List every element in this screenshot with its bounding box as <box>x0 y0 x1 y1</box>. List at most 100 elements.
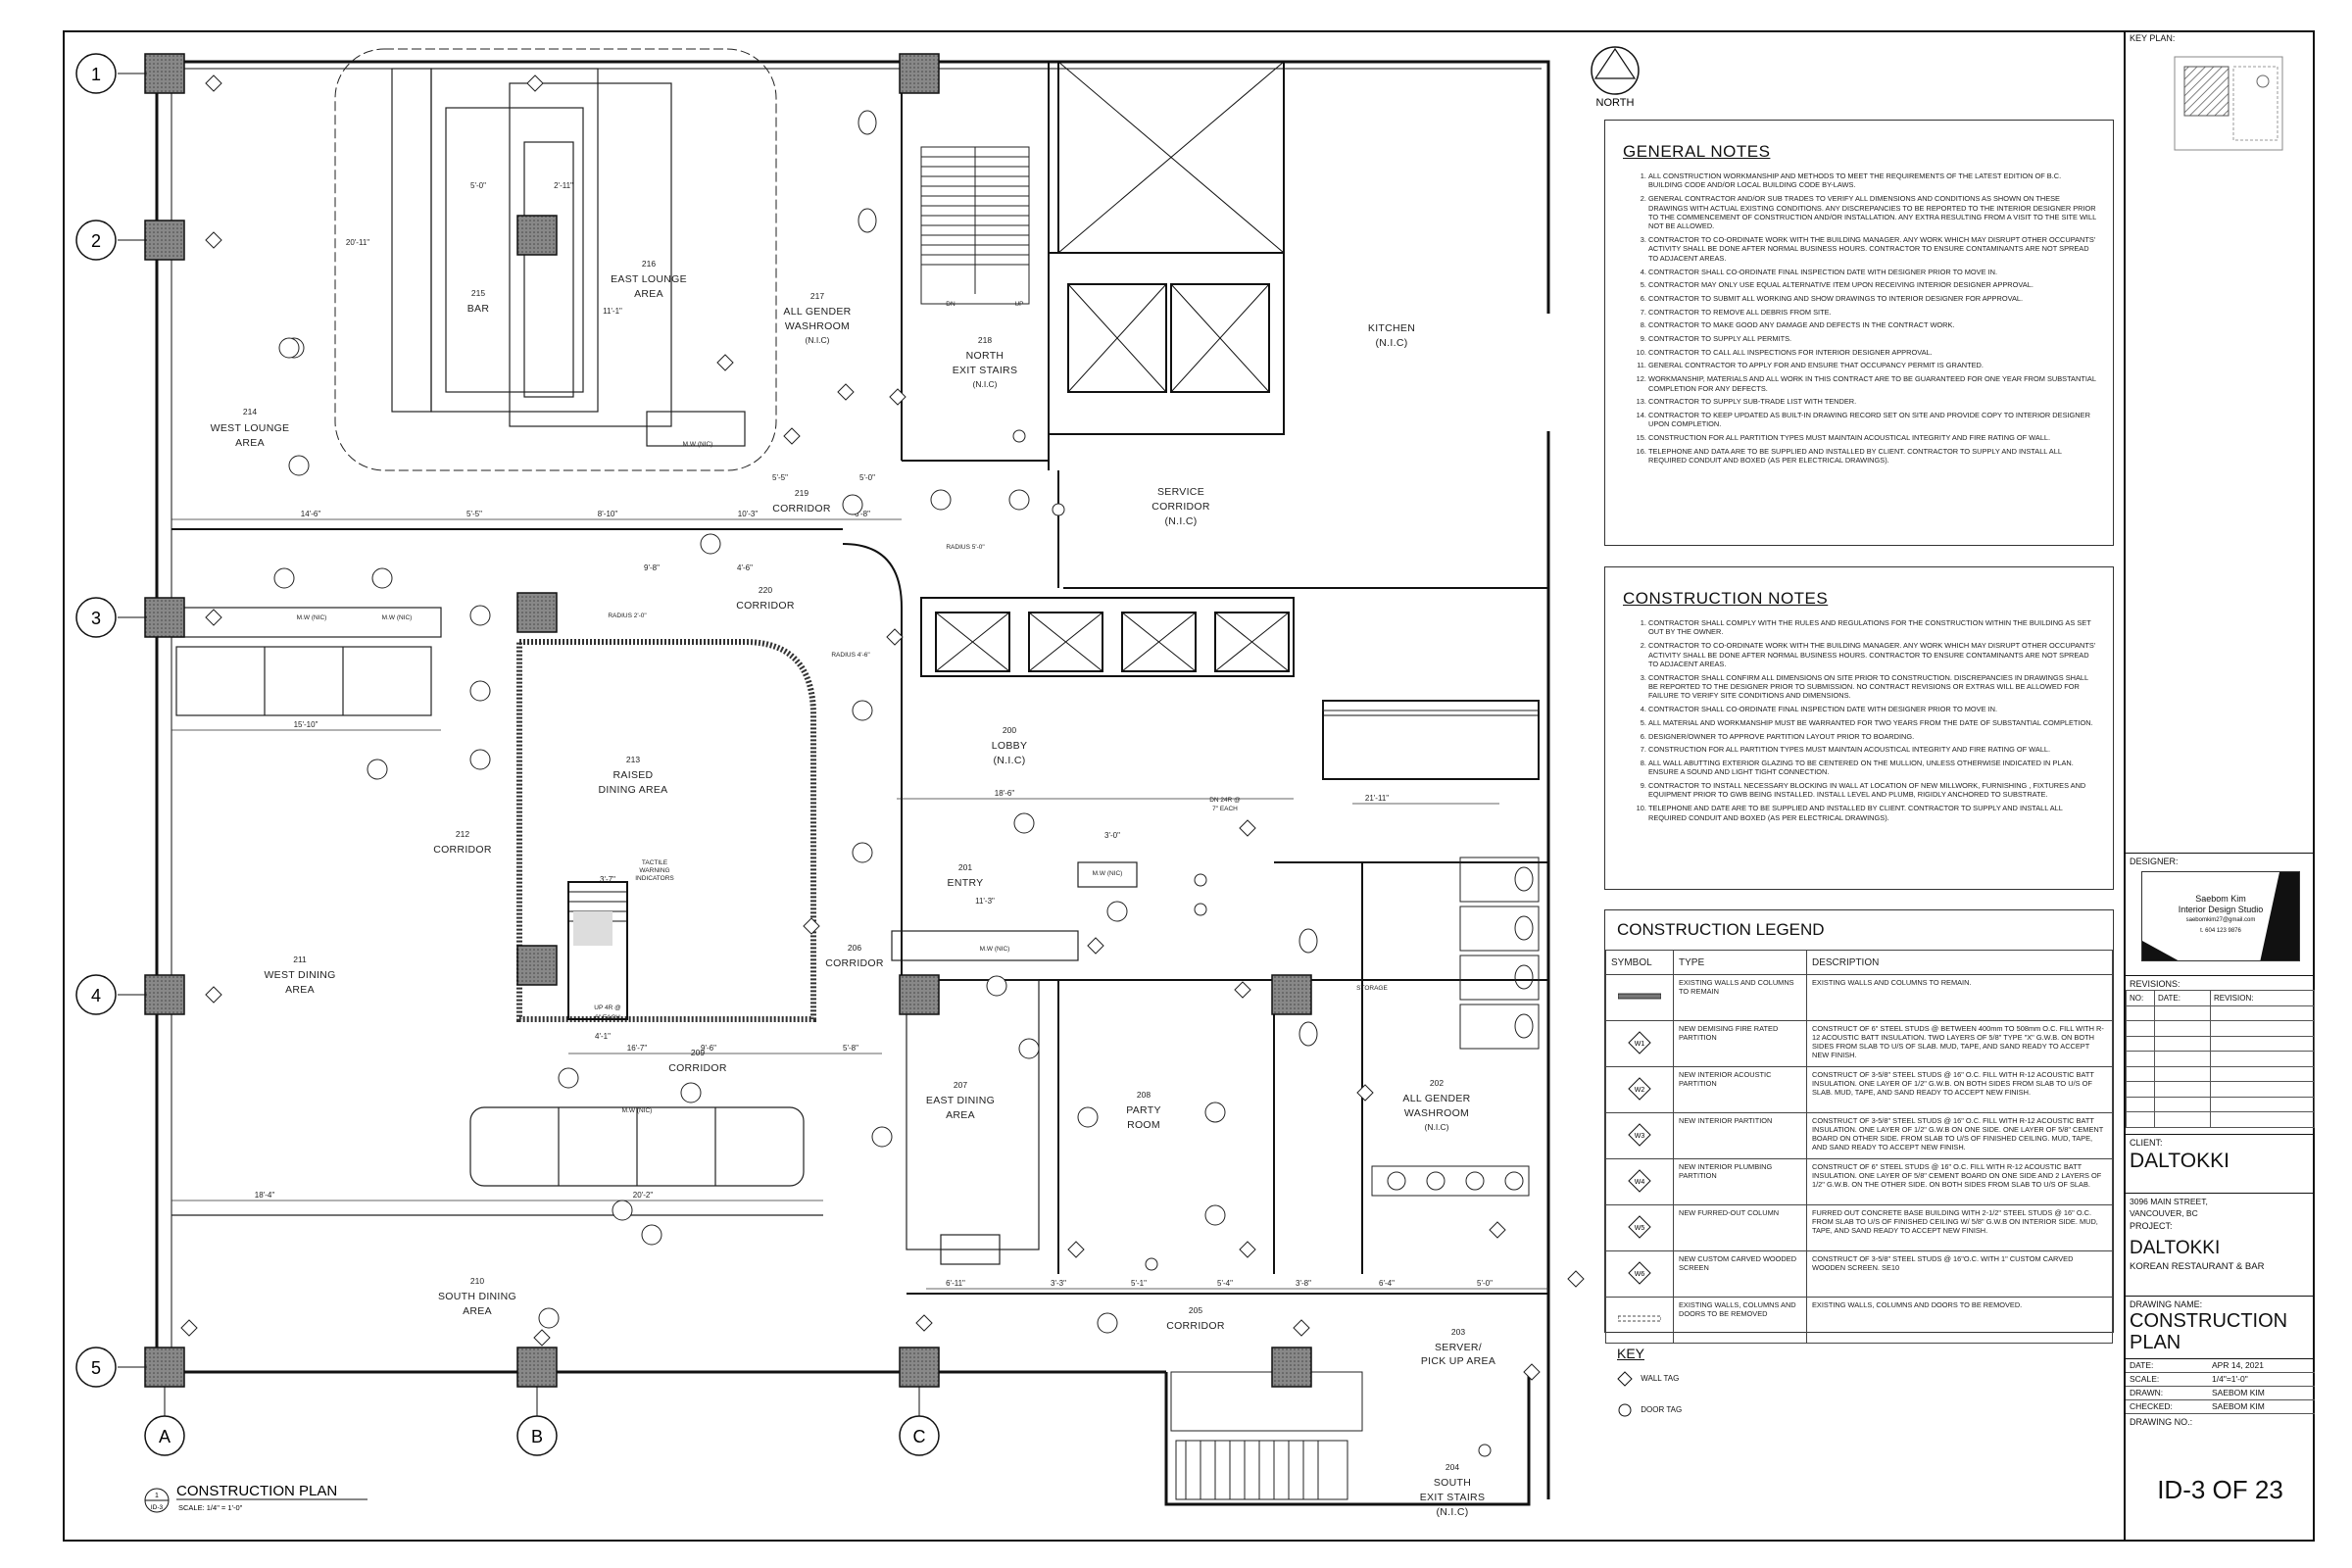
list-item: CONTRACTOR TO CO-ORDINATE WORK WITH THE … <box>1648 641 2097 668</box>
svg-text:W5: W5 <box>1635 1225 1645 1232</box>
svg-text:CORRIDOR: CORRIDOR <box>668 1062 727 1074</box>
interior-walls <box>172 62 1548 1295</box>
svg-text:AREA: AREA <box>634 288 663 300</box>
svg-text:214: 214 <box>243 407 257 416</box>
svg-text:209: 209 <box>691 1048 705 1057</box>
table-row: EXISTING WALLS, COLUMNS AND DOORS TO BE … <box>1605 1297 2113 1344</box>
svg-text:SERVER/: SERVER/ <box>1435 1342 1482 1353</box>
drawn-row: DRAWN: SAEBOM KIM <box>2126 1387 2315 1400</box>
legend-title: CONSTRUCTION LEGEND <box>1617 920 1825 939</box>
grid-bubble-4: 4 <box>75 974 117 1015</box>
scale-label: SCALE: <box>2130 1374 2160 1384</box>
grid-bubble-B: B <box>516 1415 558 1456</box>
svg-text:18'-6": 18'-6" <box>995 789 1015 798</box>
svg-text:W6: W6 <box>1635 1271 1645 1278</box>
svg-text:ALL GENDER: ALL GENDER <box>1402 1093 1470 1104</box>
list-item: CONTRACTOR TO REMOVE ALL DEBRIS FROM SIT… <box>1648 308 2097 317</box>
list-item: ALL WALL ABUTTING EXTERIOR GLAZING TO BE… <box>1648 759 2097 777</box>
general-notes-title: GENERAL NOTES <box>1623 142 1771 161</box>
svg-text:WEST DINING: WEST DINING <box>264 969 335 981</box>
list-item: GENERAL CONTRACTOR TO APPLY FOR AND ENSU… <box>1648 361 2097 369</box>
svg-text:(N.I.C): (N.I.C) <box>805 335 829 345</box>
svg-text:ALL GENDER: ALL GENDER <box>783 306 851 318</box>
svg-text:215: 215 <box>471 288 485 298</box>
svg-text:208: 208 <box>1137 1090 1151 1100</box>
key-plan-label: KEY PLAN: <box>2130 33 2176 43</box>
list-item: CONTRACTOR SHALL CO-ORDINATE FINAL INSPE… <box>1648 705 2097 713</box>
general-notes-list: ALL CONSTRUCTION WORKMANSHIP AND METHODS… <box>1623 172 2097 466</box>
svg-text:BAR: BAR <box>467 303 490 315</box>
checked-value: SAEBOM KIM <box>2212 1401 2265 1411</box>
general-notes-panel: GENERAL NOTES ALL CONSTRUCTION WORKMANSH… <box>1604 120 2114 546</box>
svg-text:STORAGE: STORAGE <box>1356 985 1388 992</box>
client-name: DALTOKKI <box>2130 1150 2230 1172</box>
svg-text:CONSTRUCTION PLAN: CONSTRUCTION PLAN <box>176 1483 337 1499</box>
section-markers <box>273 337 1226 1334</box>
svg-text:6'-8": 6'-8" <box>855 510 870 518</box>
svg-text:SOUTH: SOUTH <box>1434 1477 1471 1489</box>
svg-text:KITCHEN: KITCHEN <box>1368 322 1415 334</box>
legend-type: NEW INTERIOR ACOUSTIC PARTITION <box>1673 1066 1807 1113</box>
svg-text:EXIT STAIRS: EXIT STAIRS <box>1420 1492 1486 1503</box>
svg-text:W1: W1 <box>1635 1041 1645 1048</box>
drawing-number-cell: DRAWING NO.: ID-3 OF 23 <box>2126 1414 2315 1540</box>
revisions-table: NO: DATE: REVISION: <box>2126 990 2315 1128</box>
legend-description: CONSTRUCT OF 3-5/8" STEEL STUDS @ 16"O.C… <box>1806 1250 2113 1298</box>
svg-text:CORRIDOR: CORRIDOR <box>772 503 831 514</box>
logo-line: Saebom Kim <box>2195 894 2246 904</box>
svg-text:210: 210 <box>470 1276 484 1286</box>
svg-text:EXIT STAIRS: EXIT STAIRS <box>953 365 1018 376</box>
svg-text:CORRIDOR: CORRIDOR <box>1166 1320 1225 1332</box>
svg-text:ID-3: ID-3 <box>151 1504 164 1511</box>
svg-text:AREA: AREA <box>235 437 265 449</box>
north-stairs <box>920 146 1030 305</box>
list-item: CONTRACTOR SHALL CO-ORDINATE FINAL INSPE… <box>1648 268 2097 276</box>
grid-bubble-3: 3 <box>75 597 117 638</box>
svg-text:PARTY: PARTY <box>1126 1104 1161 1116</box>
exterior-walls <box>155 60 1550 1506</box>
svg-text:(N.I.C): (N.I.C) <box>1436 1506 1468 1518</box>
svg-text:200: 200 <box>1003 725 1016 735</box>
drawing-sheet <box>63 30 2315 1542</box>
svg-text:ROOM: ROOM <box>1127 1119 1160 1131</box>
list-item: CONTRACTOR SHALL CONFIRM ALL DIMENSIONS … <box>1648 673 2097 701</box>
legend-symbol-w1: W1 <box>1605 1020 1674 1067</box>
legend-description: CONSTRUCT OF 6" STEEL STUDS @ 16" O.C. F… <box>1806 1158 2113 1205</box>
svg-text:216: 216 <box>642 259 656 269</box>
svg-text:18'-4": 18'-4" <box>255 1191 275 1200</box>
svg-text:DINING AREA: DINING AREA <box>599 784 668 796</box>
list-item: CONTRACTOR TO SUPPLY ALL PERMITS. <box>1648 334 2097 343</box>
svg-text:SOUTH DINING: SOUTH DINING <box>438 1291 516 1302</box>
table-row: W3 NEW INTERIOR PARTITION CONSTRUCT OF 3… <box>1605 1112 2113 1159</box>
key-section: KEY WALL TAG DOOR TAG <box>1617 1346 1813 1453</box>
legend-type: NEW DEMISING FIRE RATED PARTITION <box>1673 1020 1807 1067</box>
legend-symbol-existing <box>1605 974 1674 1021</box>
svg-text:RADIUS 5'-0": RADIUS 5'-0" <box>946 544 985 551</box>
svg-text:20'-11": 20'-11" <box>346 238 369 247</box>
client-label: CLIENT: <box>2130 1138 2163 1148</box>
svg-text:CORRIDOR: CORRIDOR <box>825 957 884 969</box>
grid-bubble-C: C <box>899 1415 940 1456</box>
svg-text:1: 1 <box>91 65 101 84</box>
door-tag-icon <box>1618 1403 1632 1417</box>
dimension-labels: 14'-6" 5'-5" 8'-10" 10'-3" 6'-8" 15'-10"… <box>255 181 1493 1288</box>
svg-text:W4: W4 <box>1635 1179 1645 1186</box>
svg-text:AREA: AREA <box>463 1305 492 1317</box>
key-plan-cell: KEY PLAN: <box>2126 30 2315 854</box>
grid-lines <box>118 73 920 1416</box>
svg-text:NORTH: NORTH <box>966 350 1004 362</box>
south-stairs <box>1170 700 1540 1500</box>
key-door-tag-label: DOOR TAG <box>1641 1405 1683 1415</box>
svg-text:ENTRY: ENTRY <box>948 877 984 889</box>
svg-text:WASHROOM: WASHROOM <box>1404 1107 1469 1119</box>
wall-tag-icon <box>1617 1371 1633 1387</box>
svg-text:2'-11": 2'-11" <box>554 181 573 190</box>
svg-text:20'-2": 20'-2" <box>633 1191 654 1200</box>
